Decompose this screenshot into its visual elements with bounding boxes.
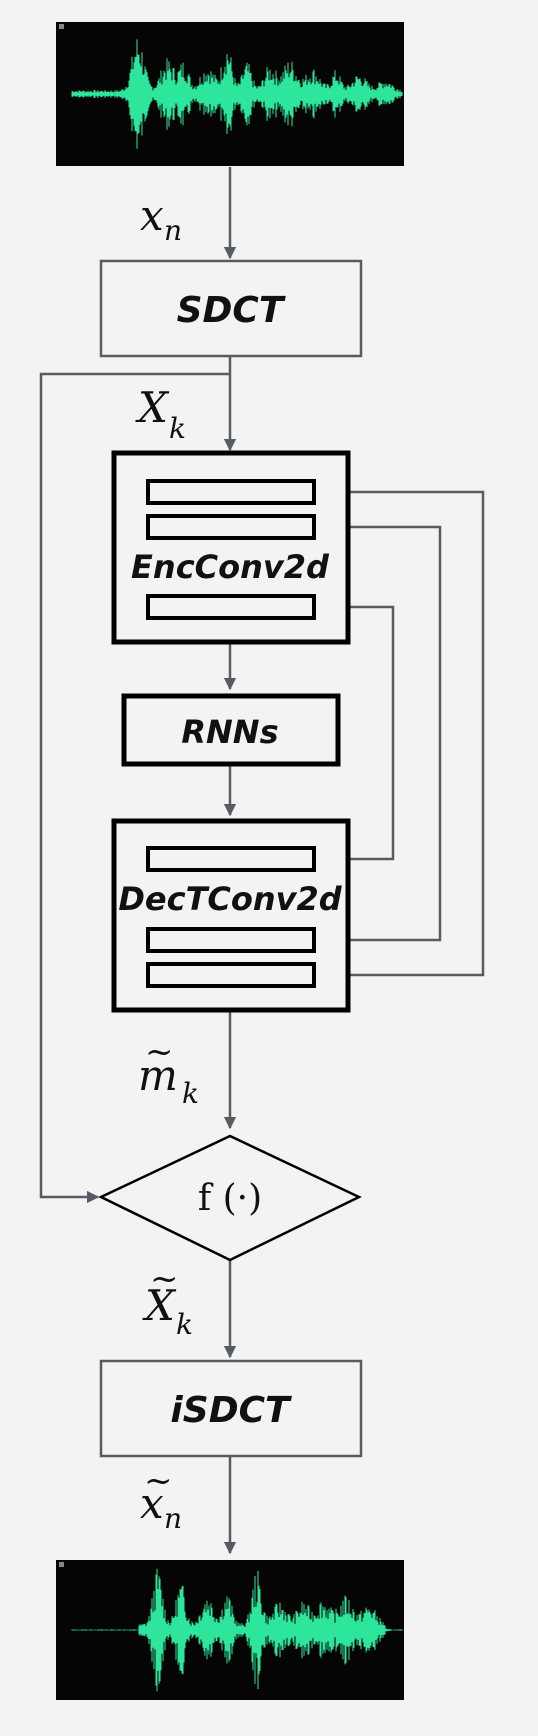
skip-enc3-to-dec1 bbox=[316, 605, 395, 866]
svg-text:k: k bbox=[182, 1077, 199, 1110]
dec-layer-1 bbox=[146, 846, 316, 872]
input-waveform bbox=[56, 22, 404, 166]
svg-text:X: X bbox=[142, 1281, 177, 1330]
mask-function-node: f (·) bbox=[98, 1134, 362, 1262]
dec-layer-2 bbox=[146, 927, 316, 953]
svg-text:~: ~ bbox=[145, 1032, 174, 1072]
dec-layer-3 bbox=[146, 962, 316, 988]
enc-layer-3 bbox=[146, 594, 316, 620]
svg-text:x: x bbox=[140, 1479, 164, 1528]
skip-enc2-to-dec2 bbox=[316, 525, 442, 947]
svg-text:X: X bbox=[135, 383, 170, 432]
waveform-trace bbox=[71, 1568, 403, 1692]
connectors bbox=[39, 167, 485, 1555]
enc-conv2d-label: EncConv2d bbox=[131, 548, 330, 586]
svg-text:n: n bbox=[164, 1502, 182, 1535]
sdct-label: SDCT bbox=[177, 290, 286, 331]
svg-text:~: ~ bbox=[150, 1259, 179, 1299]
isdct-label: iSDCT bbox=[170, 1390, 292, 1431]
skip-enc1-to-dec3 bbox=[316, 490, 485, 982]
symbol-Xk-tilde: ~ X k bbox=[142, 1259, 193, 1341]
symbol-Xk: X k bbox=[135, 383, 186, 445]
symbol-xn-tilde: ~ x n bbox=[140, 1461, 182, 1535]
enc-layer-1 bbox=[146, 479, 316, 505]
svg-text:x: x bbox=[140, 191, 164, 240]
symbol-xn: x n bbox=[140, 191, 182, 247]
waveform-trace bbox=[71, 39, 403, 149]
skip-connection-to-f bbox=[39, 372, 230, 1204]
enc-conv2d-block: EncConv2d bbox=[111, 450, 351, 645]
rnns-label: RNNs bbox=[181, 713, 278, 751]
rnns-block: RNNs bbox=[121, 693, 341, 767]
svg-text:~: ~ bbox=[144, 1461, 173, 1501]
svg-text:n: n bbox=[164, 214, 182, 247]
symbol-mk-tilde: ~ m k bbox=[138, 1032, 199, 1110]
sdct-block: SDCT bbox=[99, 259, 363, 358]
svg-text:k: k bbox=[176, 1308, 193, 1341]
dec-tconv2d-label: DecTConv2d bbox=[118, 880, 342, 918]
dec-tconv2d-block: DecTConv2d bbox=[111, 818, 351, 1013]
svg-text:k: k bbox=[169, 412, 186, 445]
output-waveform-signal bbox=[71, 1568, 403, 1692]
isdct-block: iSDCT bbox=[99, 1359, 363, 1458]
output-waveform bbox=[56, 1560, 404, 1700]
input-waveform-signal bbox=[71, 39, 403, 149]
f-label: f (·) bbox=[198, 1178, 262, 1219]
enc-layer-2 bbox=[146, 514, 316, 540]
svg-text:m: m bbox=[138, 1051, 178, 1100]
